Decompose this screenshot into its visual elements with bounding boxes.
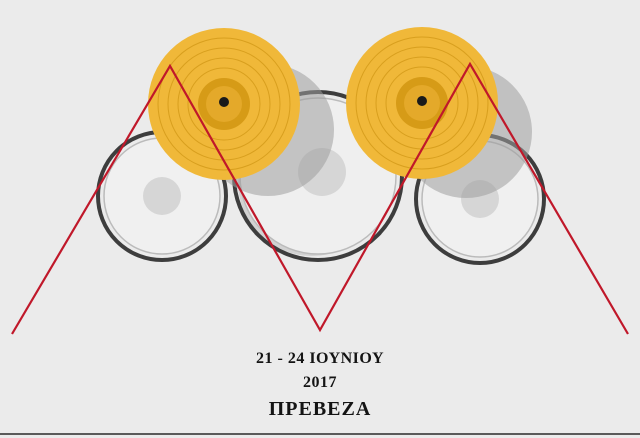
- event-dates: 21 - 24 ΙΟΥΝΙΟΥ: [255, 350, 384, 367]
- bottom-divider: [0, 433, 640, 435]
- event-city: ΠΡΕΒΕΖΑ: [268, 398, 372, 420]
- left-cymbal: [148, 28, 300, 180]
- right-cymbal: [346, 27, 498, 179]
- event-year: 2017: [303, 374, 337, 391]
- zigzag-line: [11, 61, 629, 335]
